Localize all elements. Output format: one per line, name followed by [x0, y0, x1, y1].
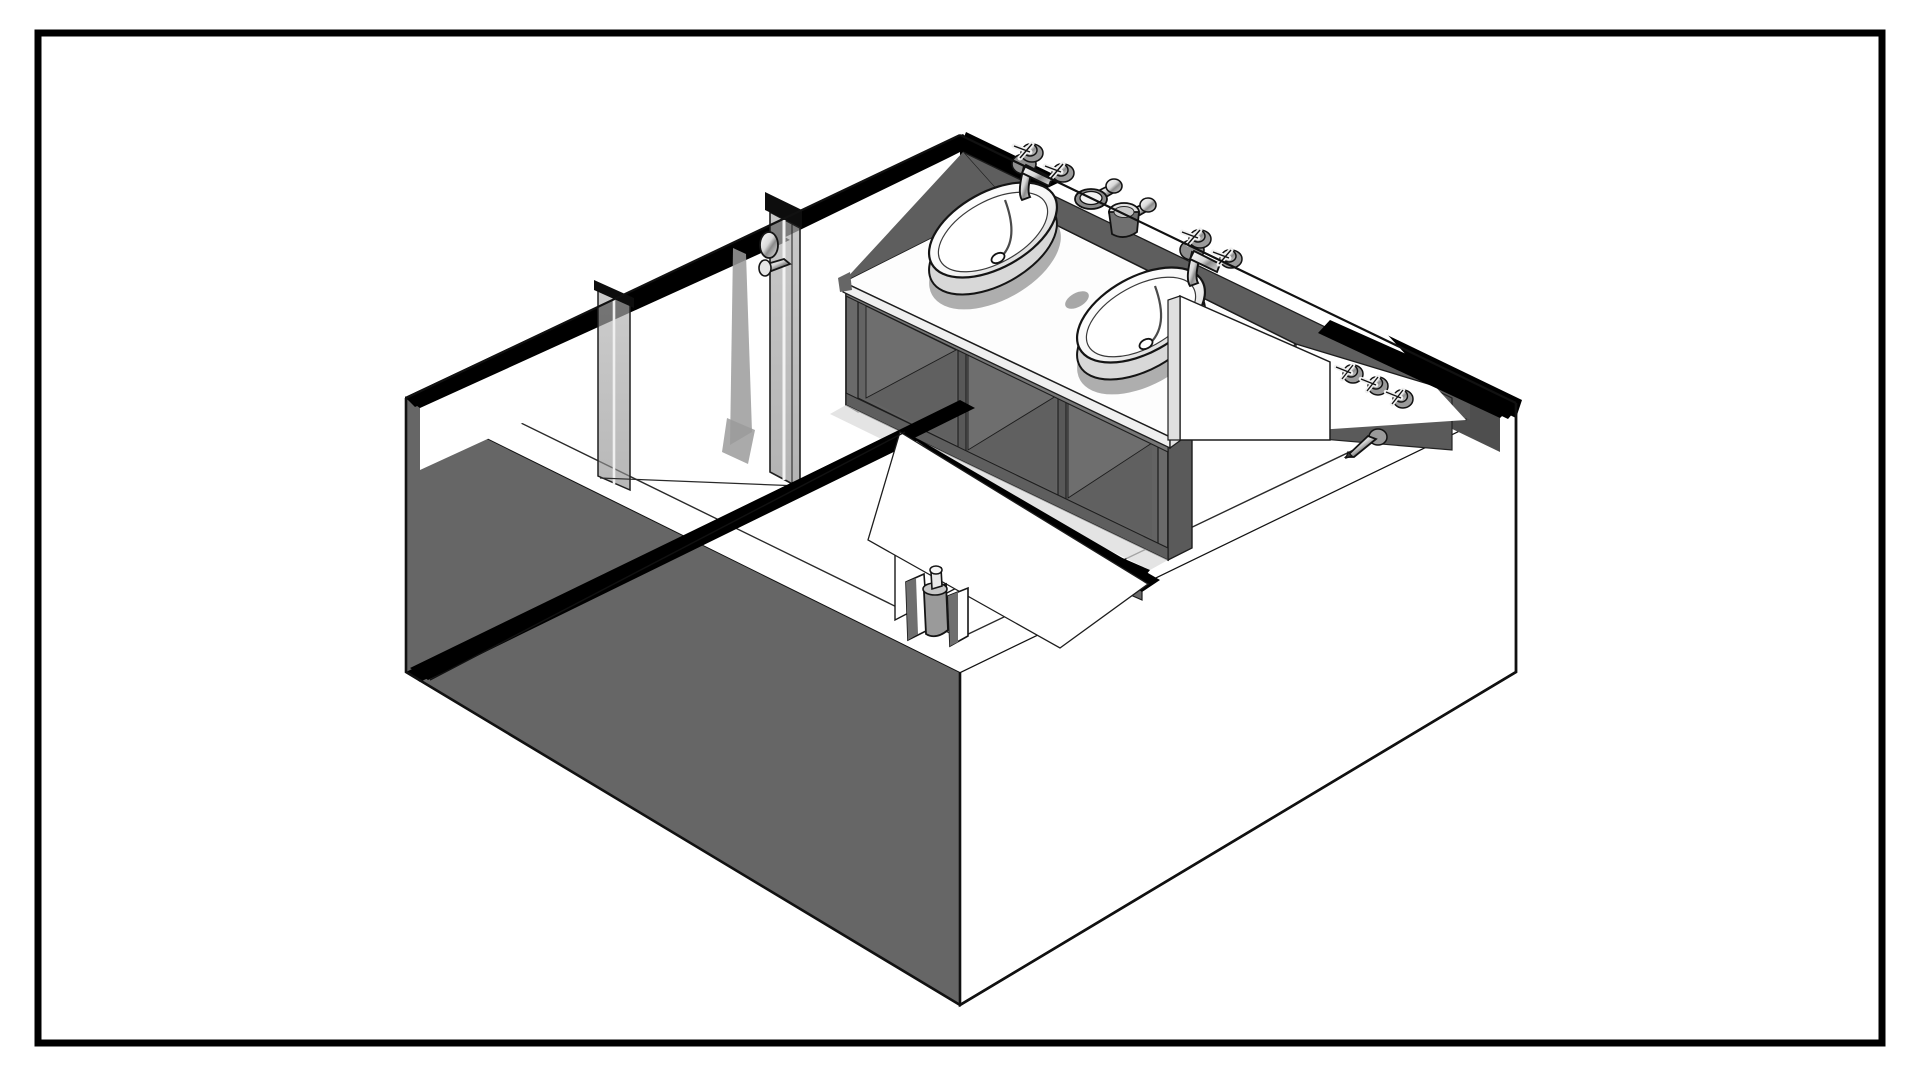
vanity-cabinet[interactable] — [845, 282, 1193, 562]
tub-spout-tip — [1345, 450, 1354, 459]
faucet-left-spout-arm — [1020, 163, 1054, 188]
vanity-divider-2 — [1057, 396, 1067, 501]
tumbler-holder[interactable] — [1107, 197, 1157, 238]
vanity-end-partition-side — [1167, 295, 1181, 441]
mass-outline-top-left — [405, 134, 961, 399]
backsplash-left-return — [843, 152, 1006, 282]
sink-left-drain — [990, 251, 1006, 265]
counter-shadow-spot — [1065, 291, 1089, 309]
floor-edge-left — [429, 431, 906, 681]
vanity-right-return — [1167, 426, 1193, 562]
tub-valve-handle-2[interactable] — [1358, 374, 1389, 396]
floor-alcove — [867, 431, 1150, 649]
vessel-sink-left[interactable] — [913, 163, 1078, 330]
tub-valve-handle-1[interactable] — [1333, 362, 1364, 384]
faucet-left-handle-cold-cross-outline — [1044, 163, 1064, 179]
tumbler-holder-bracket — [1139, 197, 1157, 213]
towel-left-shade — [906, 578, 918, 640]
sheet-border-overlay — [34, 29, 1886, 1047]
faucet-right-handle-hot-cross-outline — [1181, 229, 1201, 245]
left-wall-cut-line — [405, 134, 972, 407]
faucet-left-handle-hot[interactable] — [1011, 141, 1044, 163]
tumbler-inner — [1113, 206, 1135, 218]
tub-valve-2-cross-outline — [1360, 376, 1379, 392]
shower-glass-top-clamp — [765, 192, 802, 228]
front-poche-band — [410, 430, 918, 680]
shower-valve-escutcheon — [759, 231, 779, 259]
faucet-right-spout-arm — [1188, 249, 1222, 274]
wall-left-of-vanity — [838, 272, 852, 292]
tub-valve-handle-3[interactable] — [1383, 387, 1414, 409]
shower-back-wall — [790, 152, 960, 302]
sink-left-inner — [937, 191, 1049, 273]
tub-valve-set[interactable] — [1333, 362, 1414, 409]
towel-right-shade — [948, 592, 958, 646]
soap-dispenser-group[interactable] — [905, 565, 969, 648]
soap-dish-bracket — [1105, 178, 1123, 194]
dispenser-pump-head — [929, 565, 943, 575]
sink-right-inner — [1085, 276, 1197, 358]
vanity-divider-1 — [957, 347, 967, 453]
shower-head-assembly[interactable] — [722, 231, 792, 464]
mass-outline-top-right — [959, 134, 1517, 404]
tub-valve-3-cross-outline — [1385, 389, 1404, 405]
shower-head-shadow — [722, 418, 755, 464]
faucet-left-handle-hot-cross-outline — [1013, 143, 1033, 159]
dispenser-body — [923, 582, 949, 638]
shower-valve-pivot — [758, 259, 772, 277]
faucet-left-handle-cold[interactable] — [1042, 161, 1075, 183]
right-wall-cut-poche — [1318, 320, 1516, 418]
shower-glass-return-clamp — [594, 280, 634, 308]
shower-threshold-line — [599, 477, 801, 487]
shower-arm-shadow — [730, 248, 752, 445]
sink-right-drain — [1138, 337, 1154, 351]
faucet-right-handle-hot[interactable] — [1179, 227, 1212, 249]
faucet-left[interactable] — [1011, 141, 1075, 202]
tub-spout[interactable] — [1343, 428, 1388, 459]
tub-valve-1-cross-outline — [1335, 364, 1354, 380]
